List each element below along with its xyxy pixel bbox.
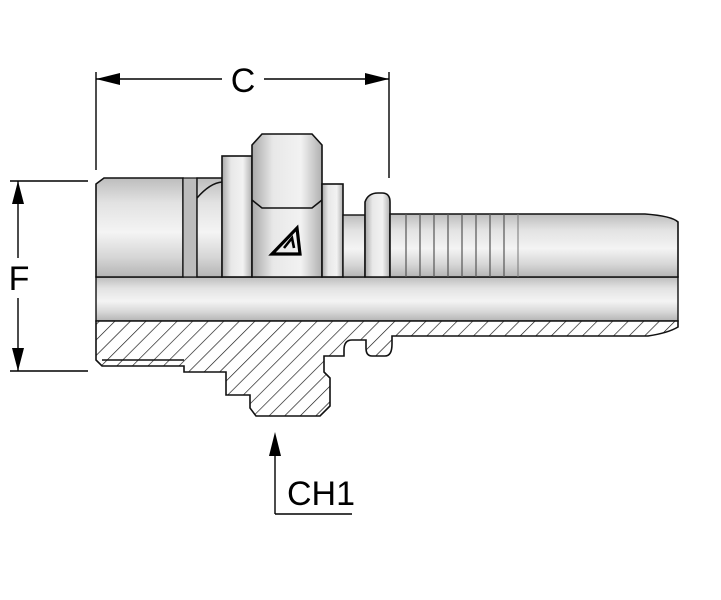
nose-section <box>95 177 184 278</box>
dimension-ch1-label: CH1 <box>287 475 355 513</box>
stop-ring <box>364 192 391 278</box>
section-hatch <box>95 320 679 417</box>
dimension-f-label: F <box>9 260 30 298</box>
dimension-ch1: CH1 <box>269 432 355 515</box>
dimension-c: C <box>95 62 390 178</box>
dimension-f: F <box>9 180 88 372</box>
hex-nut <box>251 133 323 278</box>
collar <box>221 155 253 278</box>
dimension-c-label: C <box>231 62 256 100</box>
tail-serrations <box>405 214 519 277</box>
fitting-section <box>95 320 679 417</box>
hose-tail <box>389 213 679 278</box>
triangle-logo-icon <box>268 224 302 256</box>
fitting-exterior <box>95 133 679 322</box>
